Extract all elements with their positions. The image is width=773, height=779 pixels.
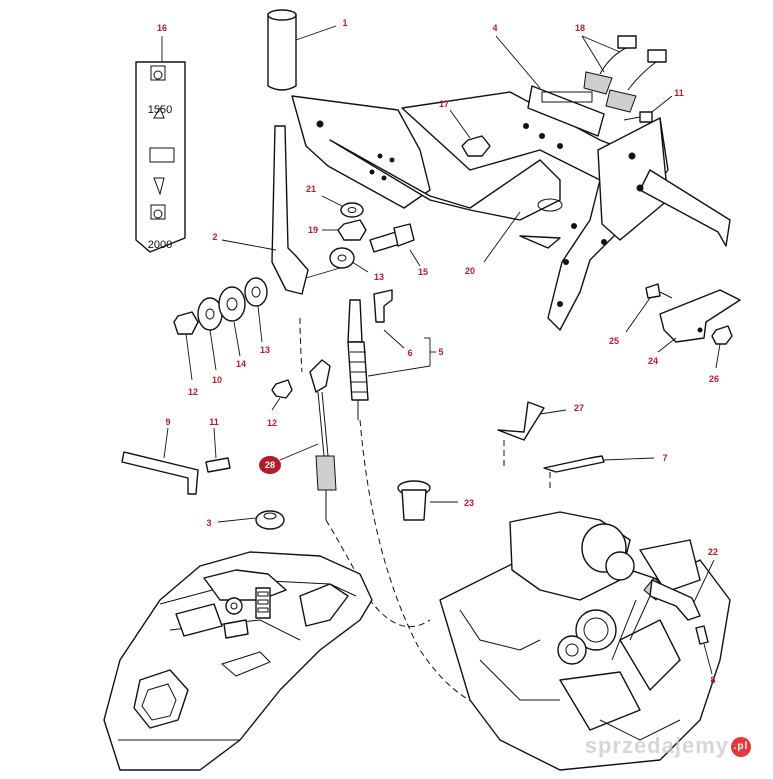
safety-switches — [581, 35, 667, 113]
callout-2: 2 — [212, 232, 218, 242]
callout-7: 7 — [662, 453, 668, 463]
switch-plate — [495, 35, 605, 137]
callout-1: 1 — [342, 18, 348, 28]
watermark-badge: .pl — [731, 737, 751, 758]
nut-17 — [449, 109, 491, 157]
pedal-bracket — [657, 289, 741, 353]
bolt-upper — [623, 95, 673, 123]
callout-23: 23 — [463, 498, 475, 508]
clip-7 — [543, 455, 655, 490]
bolt-25 — [625, 283, 673, 333]
callout-22: 22 — [707, 547, 719, 557]
washer-10 — [197, 297, 223, 371]
callout-11-upper: 11 — [674, 88, 684, 98]
shift-knob — [267, 9, 337, 91]
washer-13-upper — [329, 247, 369, 273]
callout-12-left: 12 — [187, 387, 199, 397]
stud-15 — [369, 223, 421, 267]
callout-13-upper: 13 — [373, 272, 385, 282]
callout-11-lower: 11 — [209, 417, 219, 427]
bracket-9 — [121, 427, 199, 495]
bushing — [397, 480, 458, 521]
callout-17: 17 — [438, 99, 450, 109]
washer-13-lower — [244, 277, 268, 343]
callout-15: 15 — [417, 267, 429, 277]
callout-26: 26 — [708, 374, 720, 384]
grommet — [217, 510, 285, 530]
callout-4: 4 — [492, 23, 498, 33]
callout-16: 16 — [156, 23, 168, 33]
nut-26 — [711, 325, 733, 369]
dashboard-console — [103, 551, 373, 771]
callout-9: 9 — [165, 417, 171, 427]
lever-arm-22 — [649, 559, 715, 621]
nut-12-small — [271, 379, 293, 411]
screw-8 — [695, 625, 713, 675]
cable-route-left — [299, 317, 303, 373]
nut-19 — [322, 219, 367, 241]
decal-value-bottom: 2000 — [147, 239, 173, 251]
engine-assembly — [439, 511, 731, 771]
callout-14: 14 — [235, 359, 247, 369]
callout-8: 8 — [710, 675, 716, 685]
callout-25: 25 — [608, 336, 620, 346]
clip-27 — [497, 401, 567, 470]
shift-lever — [221, 125, 341, 295]
callout-6: 6 — [407, 348, 413, 358]
callout-21: 21 — [305, 184, 317, 194]
callout-3: 3 — [206, 518, 212, 528]
throttle-cable — [279, 359, 337, 520]
callout-19: 19 — [307, 225, 319, 235]
callout-20: 20 — [464, 266, 476, 276]
cable-assembly — [347, 289, 436, 420]
callout-18: 18 — [574, 23, 586, 33]
bolt-lower — [205, 427, 231, 473]
watermark: sprzedajemy.pl — [585, 733, 751, 759]
nut-12-left — [173, 311, 199, 381]
callout-28: 28 — [259, 456, 281, 474]
callout-13-lower: 13 — [259, 345, 271, 355]
rpm-decal — [135, 36, 186, 253]
watermark-text: sprzedajemy — [584, 733, 729, 758]
callout-10: 10 — [211, 375, 223, 385]
callout-12-small: 12 — [266, 418, 278, 428]
decal-value-top: 1550 — [147, 104, 173, 116]
washer-21 — [321, 195, 364, 218]
callout-27: 27 — [573, 403, 585, 413]
callout-5: 5 — [438, 347, 444, 357]
washer-14 — [218, 286, 246, 357]
callout-24: 24 — [647, 356, 659, 366]
